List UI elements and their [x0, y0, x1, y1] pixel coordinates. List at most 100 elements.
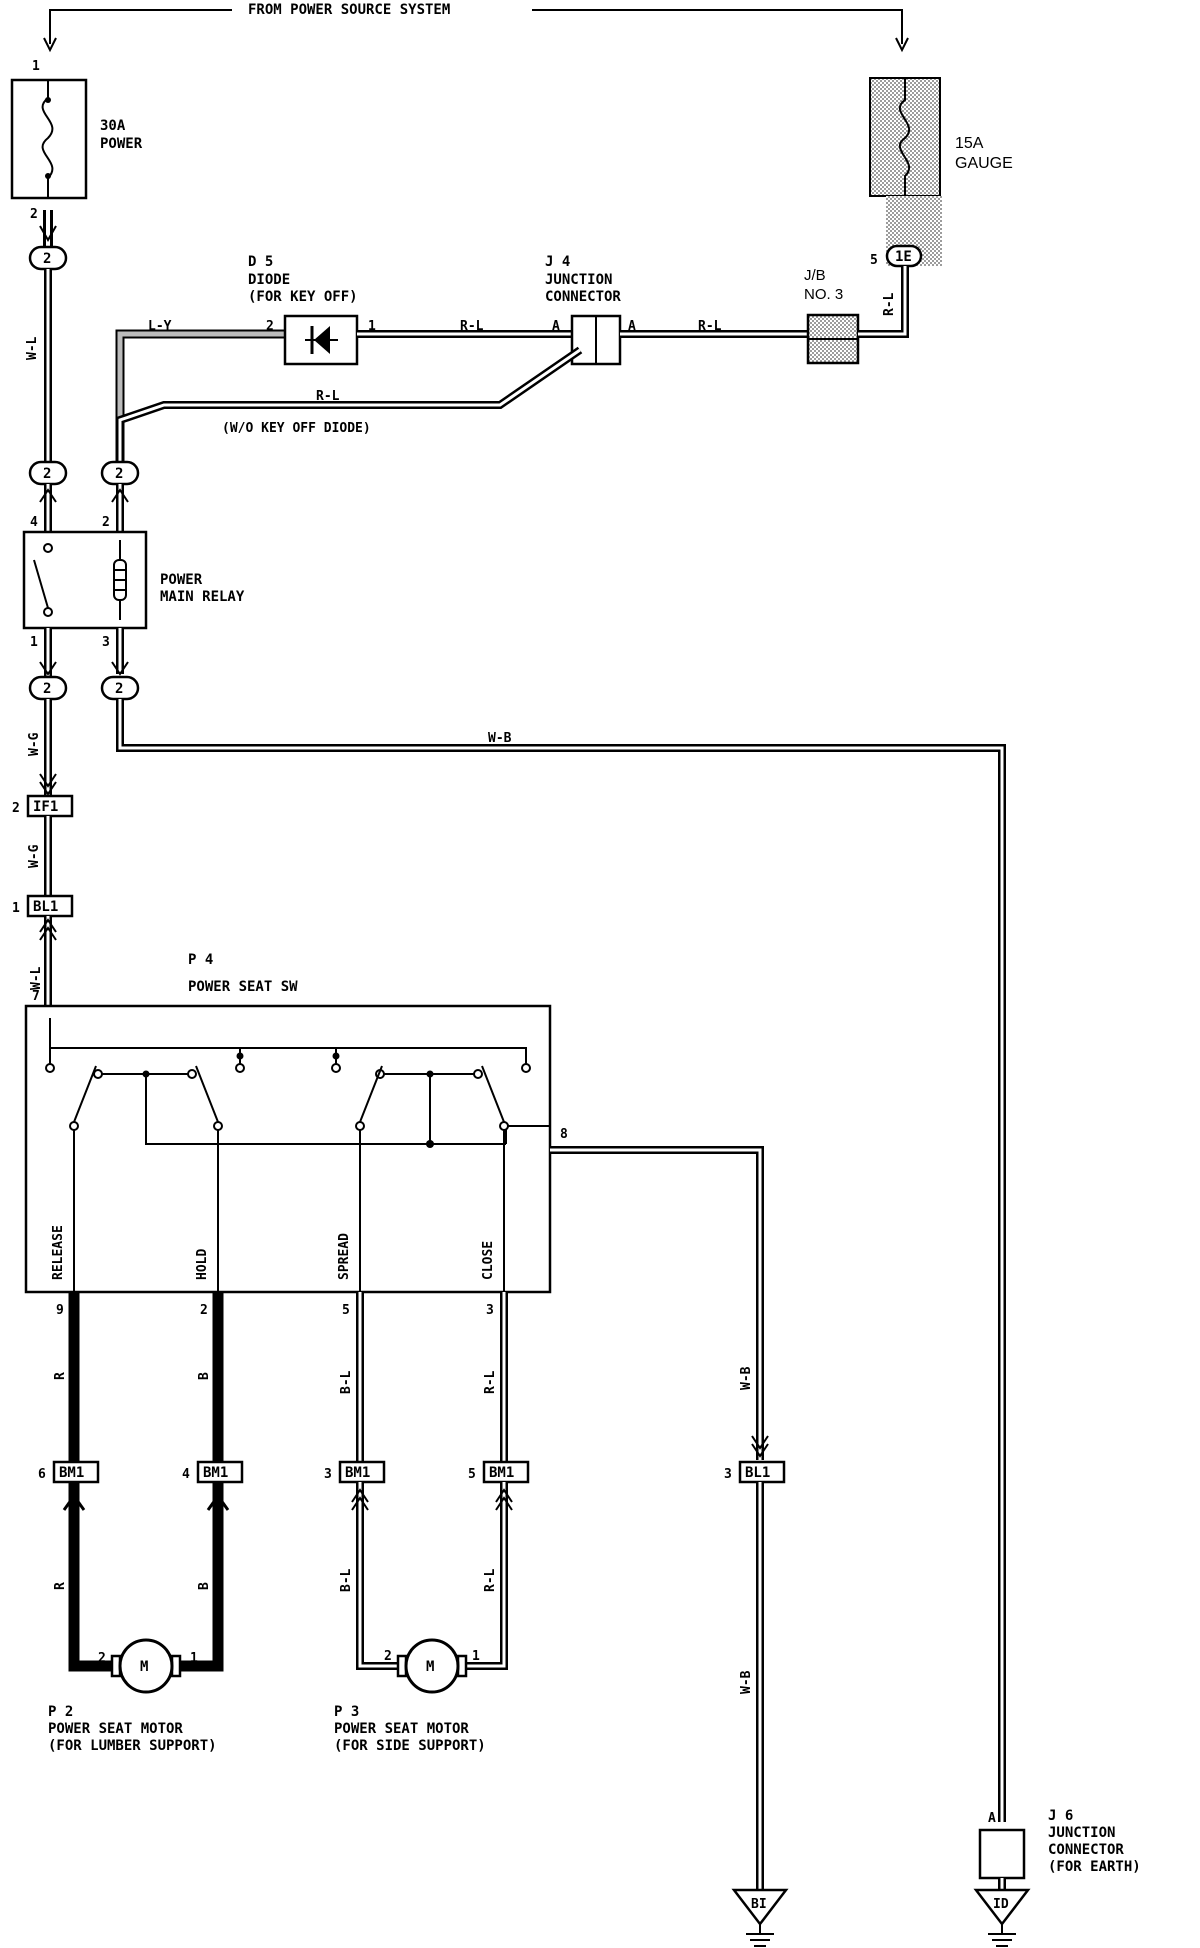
motor-p3-line1: POWER SEAT MOTOR	[334, 1721, 469, 1737]
motor-p2-symbol: M	[140, 1659, 148, 1675]
fuse-30a-name: POWER	[100, 136, 143, 152]
switch-label-spread: SPREAD	[337, 1233, 352, 1280]
diode-name: DIODE	[248, 272, 290, 288]
wire-label-rl-3: R-L	[882, 292, 897, 316]
bl1-bottom-pin: 3	[724, 1467, 732, 1482]
bm1-label-3: BM1	[345, 1465, 370, 1481]
wire-w-g: 2 W-G IF1 2 W-G BL1 1 W-L 7	[12, 628, 74, 1018]
fuse-30a-rating: 30A	[100, 118, 126, 134]
wire-label-rl-6: R-L	[483, 1568, 498, 1592]
bm1-label-4: BM1	[489, 1465, 514, 1481]
diode-code: D 5	[248, 254, 273, 270]
j4-line2: CONNECTOR	[545, 289, 621, 305]
conn-2-d: 2	[43, 681, 51, 697]
fuse-15a-name: GAUGE	[955, 155, 1013, 172]
bm1-label-2: BM1	[203, 1465, 228, 1481]
motor-p3-symbol: M	[426, 1659, 434, 1675]
wire-label-wl-2: W-L	[29, 966, 44, 990]
ground-id-label: ID	[993, 1897, 1009, 1912]
jb3-line2: NO. 3	[804, 286, 843, 303]
bl1-top-pin: 1	[12, 901, 20, 916]
wire-label-r-1: R	[53, 1372, 68, 1380]
switch-label-release: RELEASE	[51, 1225, 66, 1280]
j6-line1: JUNCTION	[1048, 1825, 1115, 1841]
motor-p3-code: P 3	[334, 1704, 359, 1720]
wire-label-wl-1: W-L	[25, 336, 40, 360]
no-diode-label: (W/O KEY OFF DIODE)	[222, 421, 371, 436]
bm1-pin-2: 4	[182, 1467, 190, 1482]
wire-label-ly: L-Y	[148, 319, 172, 334]
wire-label-bl-2: B-L	[339, 1568, 354, 1592]
fuse-30a-pin-top: 1	[32, 59, 40, 74]
bl1-top-label: BL1	[33, 899, 58, 915]
conn-1e-label: 1E	[895, 249, 912, 265]
if1-pin: 2	[12, 801, 20, 816]
motor-p3-pin-right: 1	[472, 1649, 480, 1664]
wire-w-l-main: 2 W-L 2	[25, 210, 68, 532]
wire-label-wb-1: W-B	[488, 731, 512, 746]
motor-p2-line1: POWER SEAT MOTOR	[48, 1721, 183, 1737]
switch-pin-hold: 2	[200, 1303, 208, 1318]
j6-line3: (FOR EARTH)	[1048, 1859, 1141, 1875]
switch-label-close: CLOSE	[481, 1241, 496, 1280]
if1-label: IF1	[33, 799, 58, 815]
switch-pin-release: 9	[56, 1303, 64, 1318]
switch-pin-spread: 5	[342, 1303, 350, 1318]
ground-bi-label: BI	[751, 1897, 767, 1912]
bl1-bottom-label: BL1	[745, 1465, 770, 1481]
motor-p3-pin-left: 2	[384, 1649, 392, 1664]
wire-label-wg-1: W-G	[27, 732, 42, 756]
diode-note: (FOR KEY OFF)	[248, 289, 358, 305]
j4-code: J 4	[545, 254, 570, 270]
bm1-pin-3: 3	[324, 1467, 332, 1482]
wire-label-b-2: B	[197, 1582, 212, 1590]
switch-name: POWER SEAT SW	[188, 979, 298, 995]
diode-pin-right: 1	[368, 319, 376, 334]
wire-label-rl-1: R-L	[460, 319, 484, 334]
wire-label-rl-2: R-L	[698, 319, 722, 334]
j4-pin-a1: A	[552, 319, 560, 334]
relay-line2: MAIN RELAY	[160, 589, 245, 605]
motor-p3-line2: (FOR SIDE SUPPORT)	[334, 1738, 486, 1754]
relay-pin3: 3	[102, 635, 110, 650]
bm1-pin-1: 6	[38, 1467, 46, 1482]
wire-label-b-1: B	[197, 1372, 212, 1380]
motor-p2-pin-right: 1	[190, 1651, 198, 1666]
switch-label-hold: HOLD	[195, 1249, 210, 1280]
bm1-pin-4: 5	[468, 1467, 476, 1482]
wire-label-bl-1: B-L	[339, 1370, 354, 1394]
conn-1e-pin: 5	[870, 253, 878, 268]
switch-pin8: 8	[560, 1127, 568, 1142]
j4-line1: JUNCTION	[545, 272, 612, 288]
motor-p3-wiring: B-L R-L BM1 3 BM1 5 B-L R-L 2 1 M P 3 PO…	[324, 1292, 530, 1754]
fuse-15a-rating: 15A	[955, 135, 984, 152]
jb3-line1: J/B	[804, 267, 826, 284]
relay-pin4: 4	[30, 515, 38, 530]
relay-pin2: 2	[102, 515, 110, 530]
wire-w-b-switch: W-B BL1 3 W-B BI	[550, 1146, 789, 1947]
power-main-relay: 4 2 1 3 POWER MAIN RELAY	[22, 515, 245, 650]
wire-label-wg-2: W-G	[27, 844, 42, 868]
switch-pin-close: 3	[486, 1303, 494, 1318]
switch-code: P 4	[188, 952, 213, 968]
conn-2-e: 2	[115, 681, 123, 697]
switch-pin7: 7	[32, 989, 40, 1004]
wire-label-rl-4: R-L	[316, 389, 340, 404]
power-seat-switch: P 4 POWER SEAT SW RELEASE HOLD SPREAD CL…	[24, 952, 568, 1318]
j6-pin: A	[988, 1811, 996, 1826]
relay-pin1: 1	[30, 635, 38, 650]
fuse-15a: 15A GAUGE 1E 5	[869, 77, 1013, 268]
motor-p2-pin-left: 2	[98, 1651, 106, 1666]
conn-2-c: 2	[115, 466, 123, 482]
bm1-label-1: BM1	[59, 1465, 84, 1481]
wire-label-wb-3: W-B	[739, 1670, 754, 1694]
conn-2-b: 2	[43, 466, 51, 482]
j6-line2: CONNECTOR	[1048, 1842, 1124, 1858]
relay-line1: POWER	[160, 572, 203, 588]
diode-row: L-Y 2 D 5 DIODE (FOR KEY OFF) 1 R-L A J …	[100, 254, 909, 532]
fuse-30a: 1 2 30A POWER	[10, 59, 143, 222]
motor-p2-wiring: R B BM1 6 BM1 4 R B 2 1 M P 2 POWER SEAT…	[38, 1292, 244, 1754]
j4-pin-a2: A	[628, 319, 636, 334]
j6-code: J 6	[1048, 1808, 1073, 1824]
